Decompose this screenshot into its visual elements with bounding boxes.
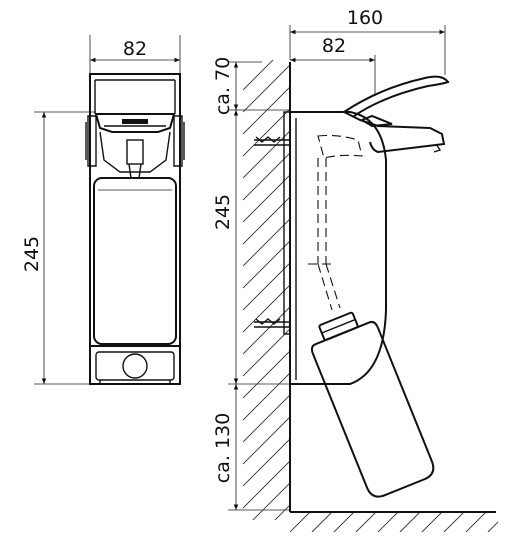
- front-width-label: 82: [123, 38, 147, 60]
- floor-hatching: [290, 512, 498, 532]
- tilted-bottle: [310, 311, 435, 498]
- front-height-label: 245: [21, 236, 43, 272]
- pump-spout: [343, 111, 446, 154]
- side-view: 160 82 ca. 70 245 ca. 130: [212, 7, 498, 532]
- wall-hatching: [243, 60, 290, 520]
- side-top-clearance-label: ca. 70: [212, 57, 234, 115]
- side-body-width-label: 82: [322, 35, 346, 57]
- side-total-width-label: 160: [347, 7, 383, 29]
- side-height-label: 245: [212, 194, 234, 230]
- side-bottom-clearance-label: ca. 130: [212, 413, 234, 483]
- dispenser-housing: [290, 111, 387, 385]
- front-view: 82 245: [21, 35, 185, 385]
- dispenser-lever: [343, 75, 450, 117]
